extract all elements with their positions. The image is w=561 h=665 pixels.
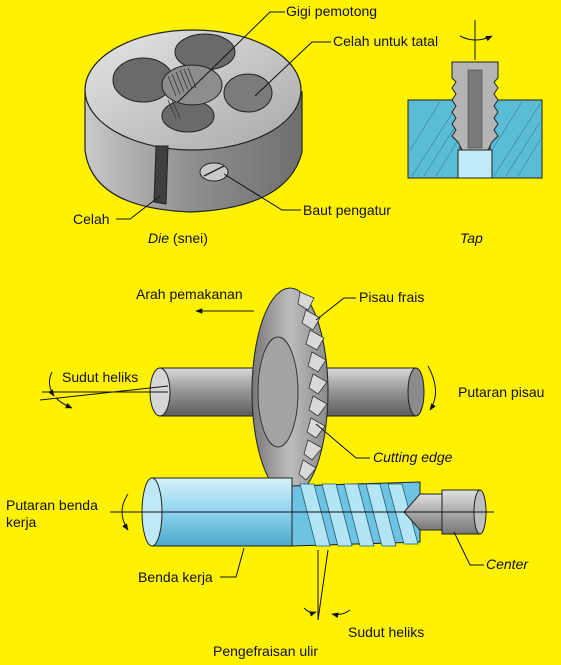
label-sudut-heliks-top: Sudut heliks [62, 369, 138, 385]
label-baut-pengatur: Baut pengatur [303, 202, 391, 218]
label-center: Center [486, 556, 529, 572]
tap-flute [467, 69, 483, 149]
label-sudut-heliks-bottom: Sudut heliks [348, 624, 424, 640]
label-cutting-edge: Cutting edge [373, 449, 453, 465]
tap-hole-bottom [457, 149, 493, 179]
label-benda-kerja: Benda kerja [138, 569, 213, 585]
die-hole-top [174, 33, 236, 71]
cutter-shaft-right-end [407, 367, 425, 417]
cutter-shaft-right [315, 367, 417, 417]
cutter-rotation-arrow [427, 365, 436, 411]
die-illustration: Gigi pemotong Celah untuk tatal Celah Ba… [73, 3, 438, 246]
die-center-bore [161, 64, 223, 106]
workpiece-rotation-arrow [121, 493, 129, 531]
label-pisau-frais: Pisau frais [359, 289, 424, 305]
die-teeth [167, 67, 197, 119]
label-putaran-pisau: Putaran pisau [458, 384, 544, 400]
tap-caption: Tap [460, 230, 483, 246]
label-gigi-pemotong: Gigi pemotong [286, 3, 377, 19]
label-putaran-benda-2: kerja [6, 514, 37, 530]
die-caption-italic: Die [148, 230, 169, 246]
label-celah: Celah [73, 211, 110, 227]
die-hole-right [223, 73, 273, 113]
cutter-hub [257, 336, 299, 448]
die-caption: Die (snei) [148, 230, 208, 246]
label-putaran-benda-1: Putaran benda [6, 497, 98, 513]
workpiece-thread-crests [299, 483, 419, 547]
tap-rotation-arrow [459, 35, 493, 42]
label-pengefraisan-ulir: Pengefraisan ulir [213, 643, 318, 659]
die-caption-rest: (snei) [169, 230, 208, 246]
label-celah-untuk-tatal: Celah untuk tatal [333, 33, 438, 49]
thread-milling-illustration: Arah pemakanan Pisau frais Sudut heliks … [6, 286, 544, 659]
tap-illustration: Tap [407, 20, 543, 246]
label-arah-pemakanan: Arah pemakanan [136, 286, 243, 302]
milling-cutter-teeth [297, 291, 328, 481]
die-slot [153, 145, 169, 205]
